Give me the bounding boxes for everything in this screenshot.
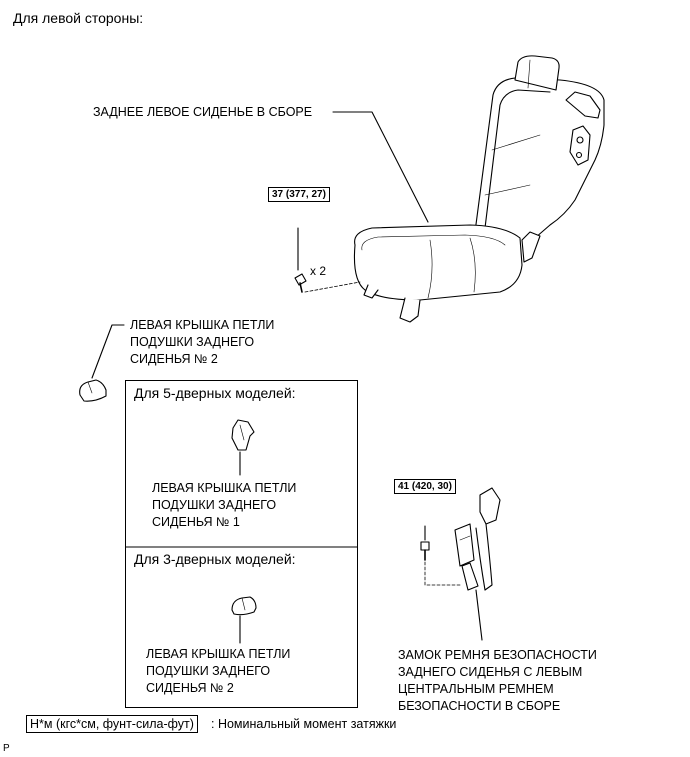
seat-bolt-quantity: x 2 <box>310 264 327 278</box>
cover-main-leader <box>91 324 125 379</box>
panel-3door-label-3: СИДЕНЬЯ № 2 <box>146 681 234 695</box>
hinge-cover-1-illustration <box>231 419 255 451</box>
buckle-bolt <box>420 525 463 586</box>
panel-5door-label-1: ЛЕВАЯ КРЫШКА ПЕТЛИ <box>152 481 297 495</box>
panel-3door-label-2: ПОДУШКИ ЗАДНЕГО <box>146 664 271 678</box>
model-variants-panel <box>125 380 358 708</box>
buckle-bolt-torque-box: 41 (420, 30) <box>394 479 456 494</box>
page-title: Для левой стороны: <box>13 10 144 26</box>
buckle-label-3: ЦЕНТРАЛЬНЫМ РЕМНЕМ <box>398 682 554 696</box>
rear-seat-illustration <box>353 55 605 323</box>
cover-main-label-2: ПОДУШКИ ЗАДНЕГО <box>130 335 255 349</box>
torque-legend-text: : Номинальный момент затяжки <box>211 717 397 731</box>
panel-5door-label-3: СИДЕНЬЯ № 1 <box>152 515 240 529</box>
figure-code: P <box>3 743 10 754</box>
buckle-label-2: ЗАДНЕГО СИДЕНЬЯ С ЛЕВЫМ <box>398 665 583 679</box>
hinge-cover-2-illustration <box>79 379 107 402</box>
hinge-cover-2-alt-illustration <box>231 596 257 616</box>
seat-belt-buckle-illustration <box>454 487 501 641</box>
cover-main-label-3: СИДЕНЬЯ № 2 <box>130 352 218 366</box>
seat-label: ЗАДНЕЕ ЛЕВОЕ СИДЕНЬЕ В СБОРЕ <box>93 105 313 119</box>
seat-bolt <box>294 227 361 293</box>
seat-leader-line <box>332 111 429 223</box>
cover-main-label-1: ЛЕВАЯ КРЫШКА ПЕТЛИ <box>130 318 275 332</box>
panel-5door-title: Для 5-дверных моделей: <box>134 385 296 401</box>
seat-bolt-torque-box: 37 (377, 27) <box>268 187 330 202</box>
buckle-label-1: ЗАМОК РЕМНЯ БЕЗОПАСНОСТИ <box>398 648 597 662</box>
buckle-label-4: БЕЗОПАСНОСТИ В СБОРЕ <box>398 699 561 713</box>
panel-5door-label-2: ПОДУШКИ ЗАДНЕГО <box>152 498 277 512</box>
torque-unit-legend-box: Н*м (кгс*см, фунт-сила-фут) <box>26 715 198 733</box>
panel-3door-title: Для 3-дверных моделей: <box>134 551 296 567</box>
panel-3door-label-1: ЛЕВАЯ КРЫШКА ПЕТЛИ <box>146 647 291 661</box>
